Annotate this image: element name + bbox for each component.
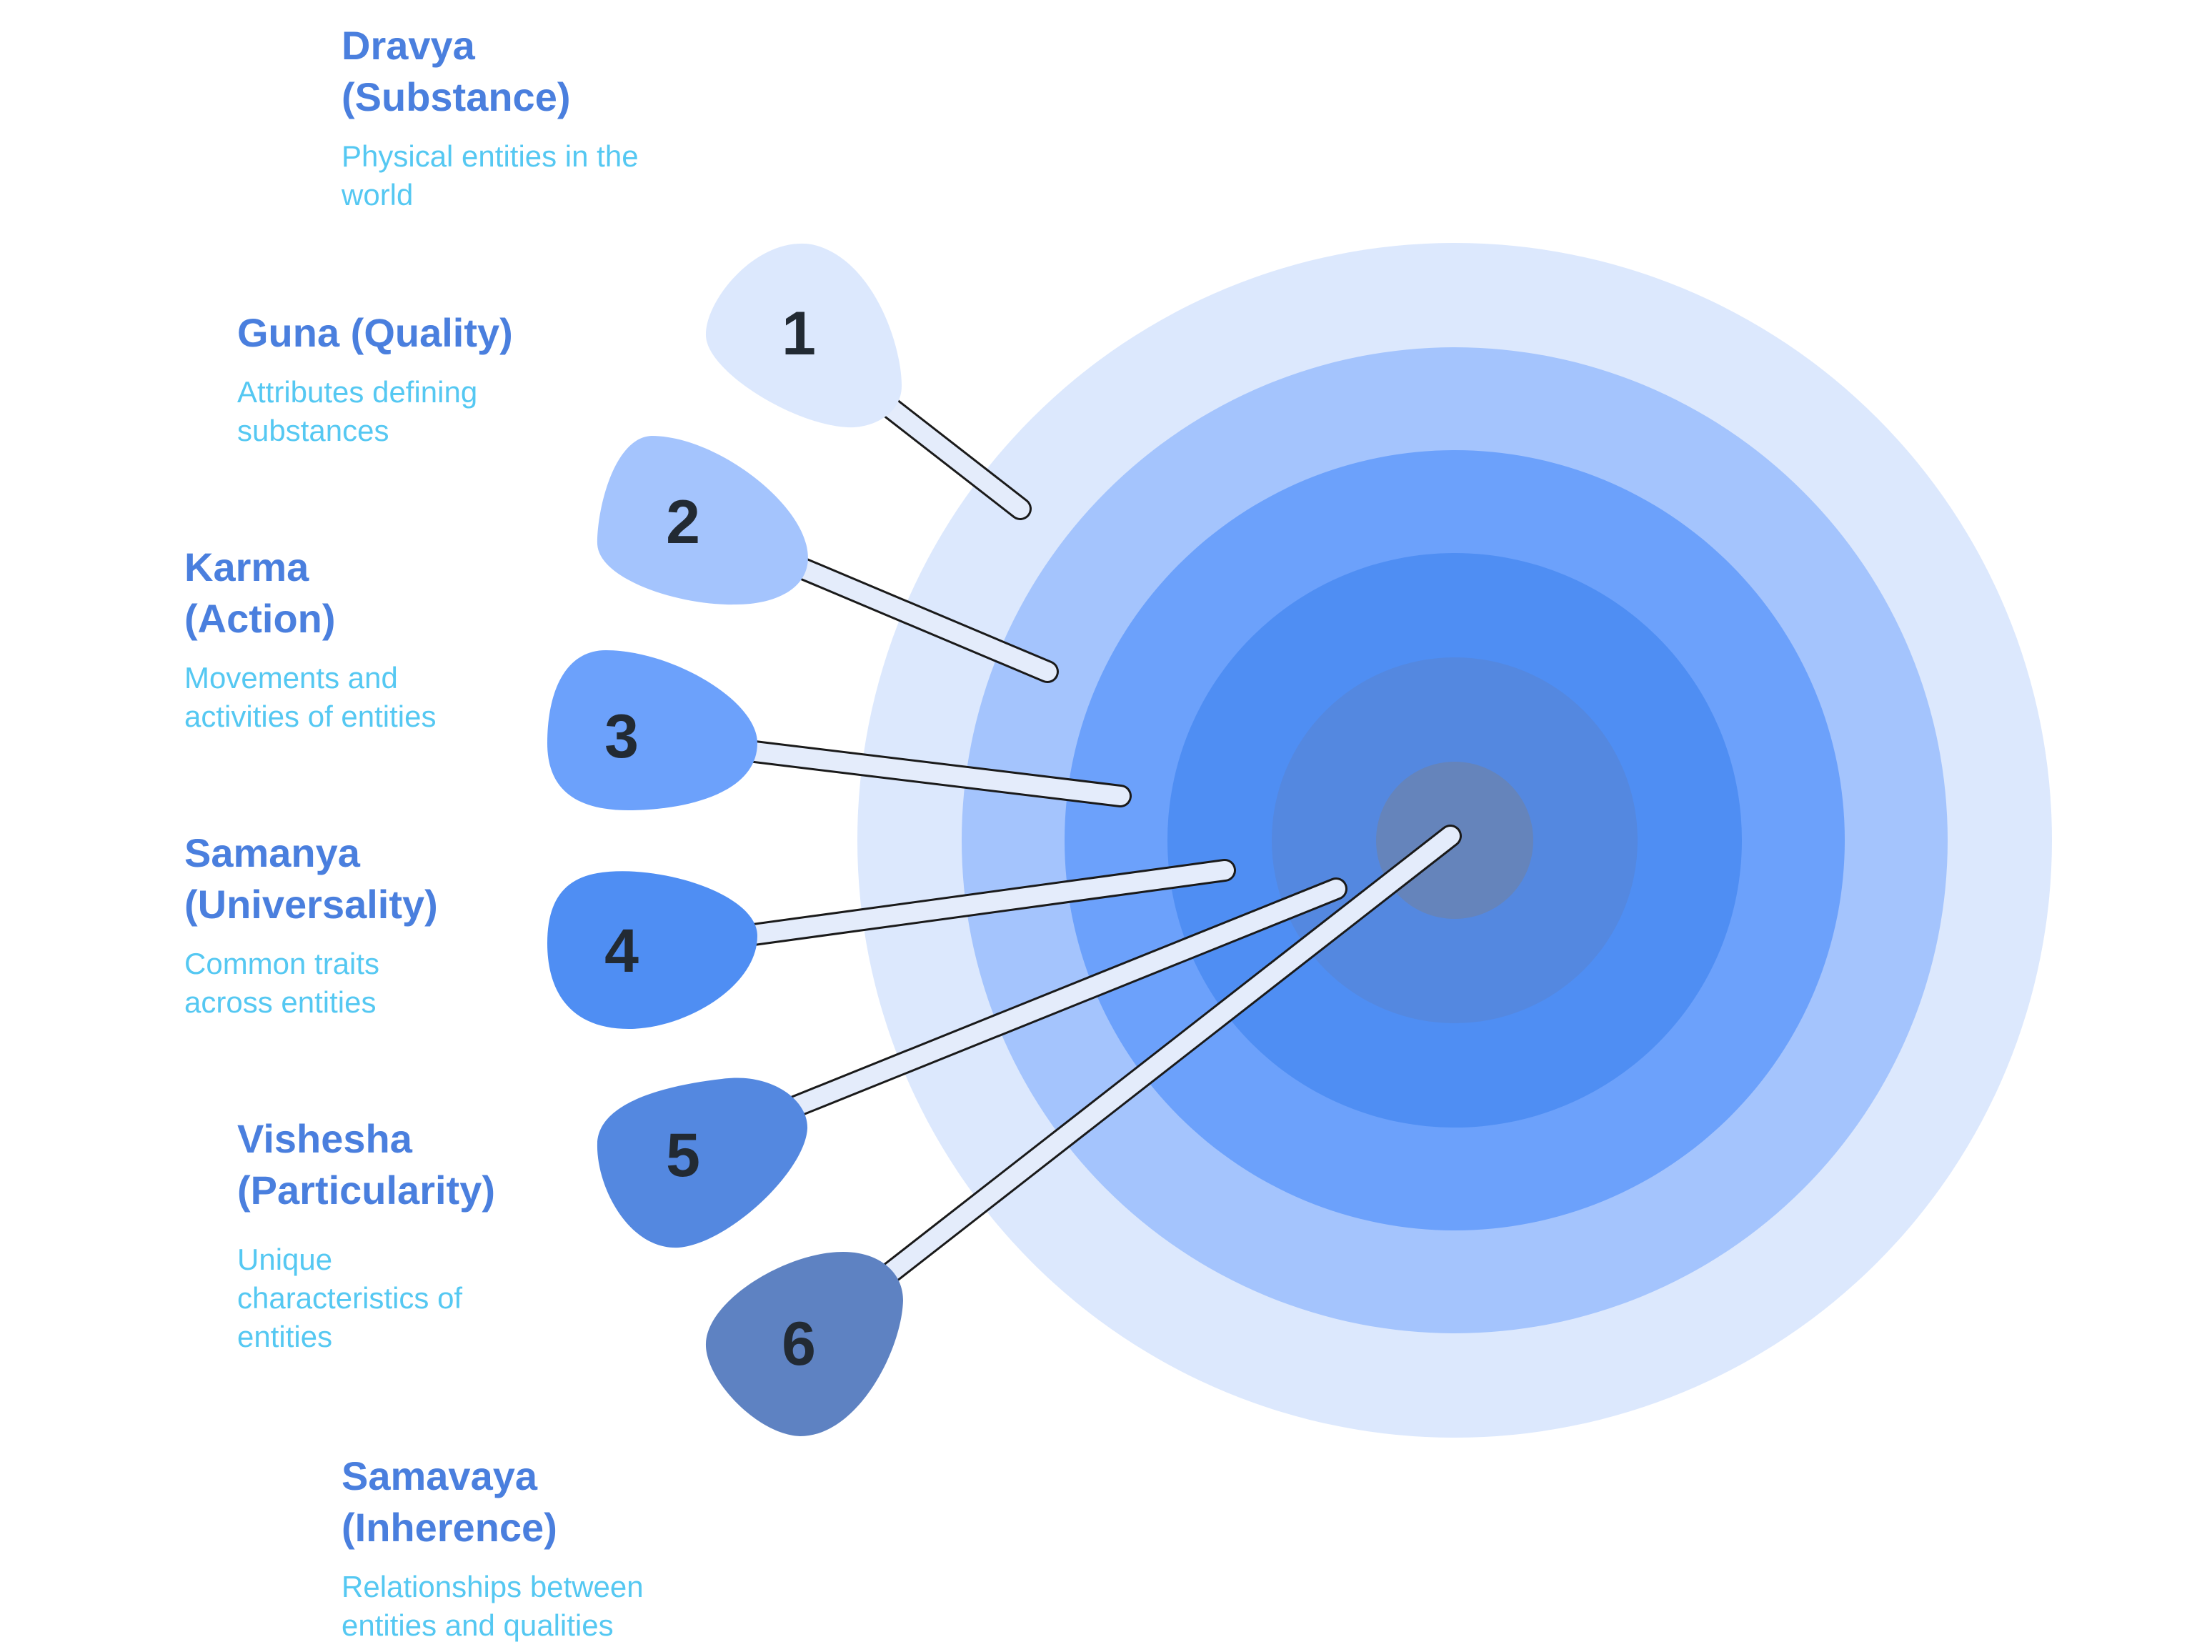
dart-1-flight [705,243,902,428]
karma-title: Karma (Action) [184,544,336,641]
dart-6-number: 6 [782,1310,816,1378]
dart-1-number: 1 [782,299,816,368]
dart-2-flight [597,436,808,605]
dart-3-number: 3 [604,702,639,771]
dart-1: 1 [705,243,1032,520]
dart-4-flight [547,871,757,1029]
dart-5-number: 5 [666,1121,700,1190]
dart-6: 6 [705,825,1462,1436]
label-dravya: Dravya (Substance) Physical entities in … [342,20,677,214]
label-karma: Karma (Action) Movements and activities … [184,542,499,736]
dart-6-flight [705,1252,903,1436]
dart-5-flight [597,1078,808,1248]
guna-description: Attributes defining substances [237,375,478,447]
samavaya-description: Relationships between entities and quali… [342,1570,644,1642]
label-samavaya: Samavaya (Inherence) Relationships betwe… [342,1451,713,1645]
guna-title: Guna (Quality) [237,310,513,355]
dart-2-number: 2 [666,488,700,557]
samanya-description: Common traits across entities [184,947,380,1019]
dravya-description: Physical entities in the world [342,139,639,212]
dart-2: 2 [597,436,1059,683]
label-vishesha: Vishesha (Particularity) Unique characte… [237,1113,552,1356]
vishesha-title: Vishesha (Particularity) [237,1116,495,1213]
dart-4-number: 4 [604,917,639,985]
samavaya-title: Samavaya (Inherence) [342,1453,557,1550]
vishesha-description: Unique characteristics of entities [237,1243,463,1353]
label-guna: Guna (Quality) Attributes defining subst… [237,307,594,450]
label-samanya: Samanya (Universality) Common traits acr… [184,827,499,1022]
dart-5: 5 [597,877,1347,1248]
karma-description: Movements and activities of entities [184,661,437,733]
dart-4: 4 [547,859,1236,1029]
dart-3-flight [547,650,757,810]
dart-3: 3 [547,650,1132,810]
dravya-title: Dravya (Substance) [342,23,571,119]
samanya-title: Samanya (Universality) [184,830,438,927]
